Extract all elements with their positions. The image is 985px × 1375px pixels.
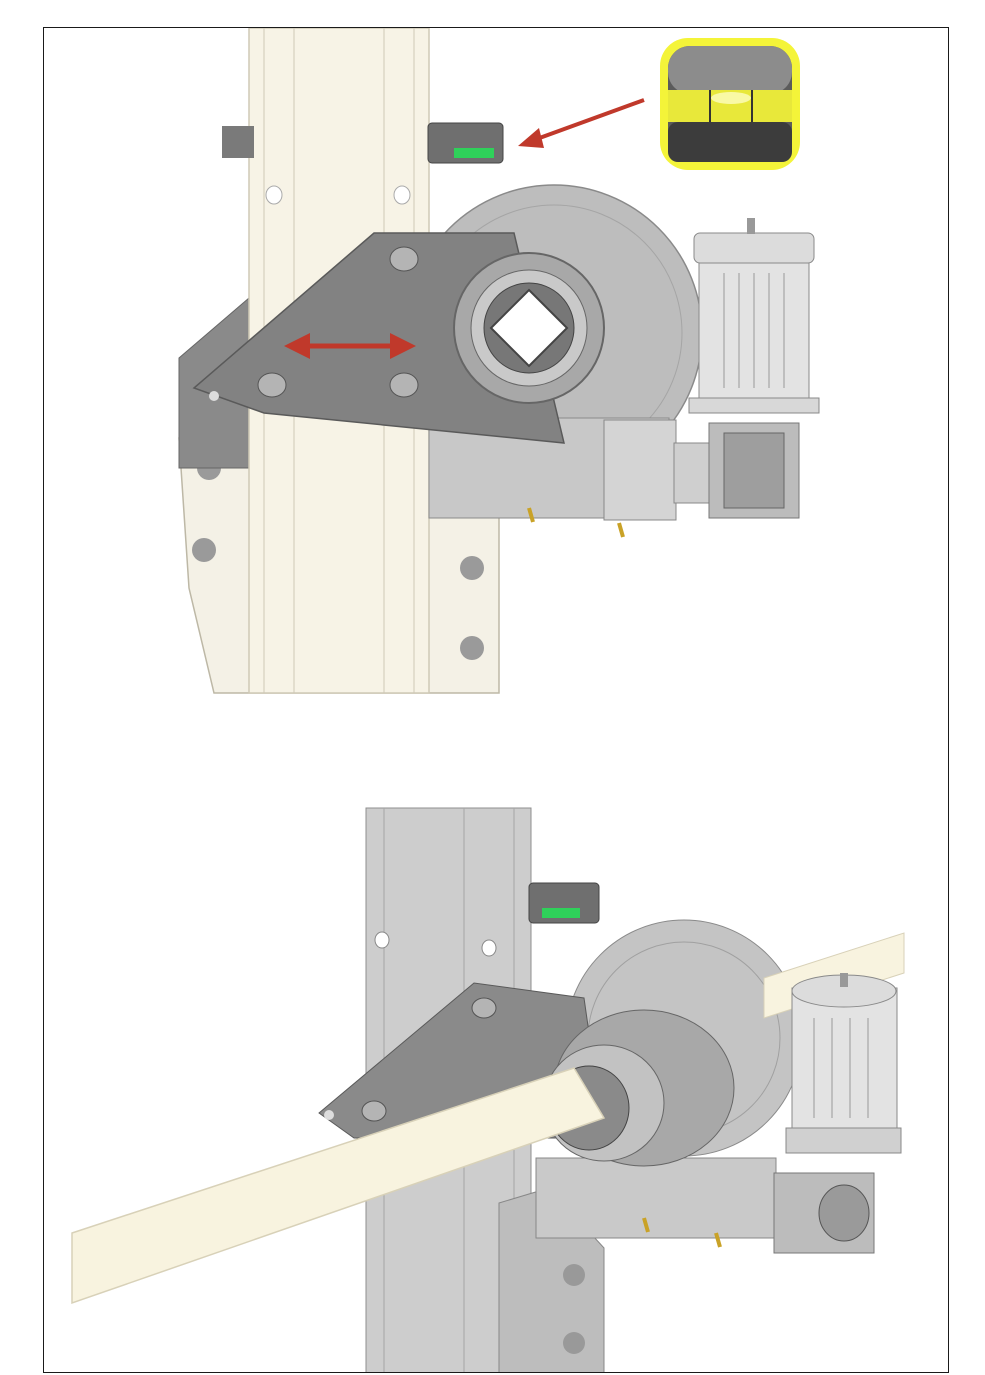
mounting-plate-perspective [498, 1187, 605, 1372]
shaft-front [71, 1067, 606, 1305]
spirit-level-icon [427, 122, 504, 164]
left-pin [222, 126, 254, 158]
gearbox [673, 422, 800, 519]
vertical-column-perspective [365, 807, 532, 1372]
square-bore-hub [453, 252, 605, 404]
arrow-icon [518, 98, 645, 148]
front-view [178, 28, 820, 694]
shaft-rear [763, 932, 905, 1019]
hub-perspective [543, 1009, 735, 1167]
gearbox-perspective [773, 1172, 875, 1254]
double-arrow-icon [284, 333, 416, 359]
electric-motor [688, 218, 820, 414]
adjustable-bracket-perspective [318, 982, 605, 1139]
gear-housing-perspective [535, 919, 803, 1248]
spirit-level-icon-perspective [528, 882, 600, 924]
level-detail-inset [660, 38, 800, 170]
electric-motor-perspective [785, 973, 902, 1154]
drawing-frame [43, 27, 949, 1373]
